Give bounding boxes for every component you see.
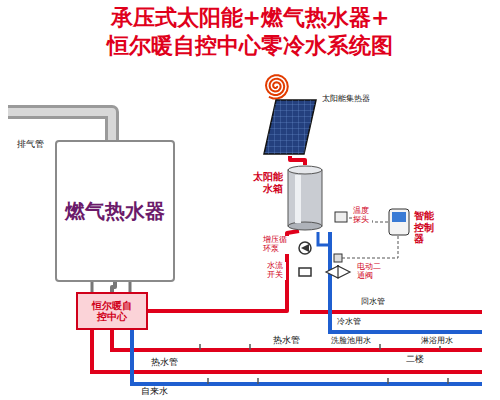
part-label: 回水管: [360, 298, 386, 307]
node-text: 太阳能水箱: [251, 171, 283, 194]
part-label: 增压循环泵: [262, 236, 290, 254]
part-label: 电动二通阀: [356, 263, 384, 281]
node-text: 燃气热水器: [65, 200, 165, 223]
node-text: 智能控制器: [414, 210, 436, 245]
part-label: 冷水管: [336, 318, 362, 327]
solar-collector-shape: [262, 98, 318, 156]
pipe-connector: [112, 282, 115, 292]
part-label: 热水管: [150, 358, 179, 368]
smart-controller-shape: [388, 208, 410, 236]
smart-controller: 智能控制器: [388, 208, 410, 236]
part-label: 热水管: [272, 336, 301, 346]
pipe-connector: [290, 156, 305, 165]
solar-collector: 太阳能集热器: [262, 98, 318, 156]
part-label: 自来水: [140, 387, 169, 397]
part-label: 温度探头: [352, 207, 372, 225]
heater-box: 燃气热水器: [55, 140, 175, 282]
title: 承压式太阳能+燃气热水器+ 恒尔暖自控中心零冷水系统图: [100, 4, 400, 59]
part-label: 淋浴用水: [420, 337, 454, 346]
node-text: 太阳能集热器: [322, 94, 370, 103]
control-center-box: 恒尔暖自控中心: [76, 292, 148, 330]
solar-tank-shape: [287, 165, 323, 231]
part-label: 水流开关: [266, 262, 286, 280]
part-label: 排气管: [16, 140, 45, 150]
node-text: 恒尔暖自控中心: [91, 300, 133, 323]
solar-tank: 太阳能水箱: [287, 165, 323, 231]
part-label: 洗脸池用水: [330, 337, 372, 346]
part-label: 二楼: [405, 355, 425, 365]
